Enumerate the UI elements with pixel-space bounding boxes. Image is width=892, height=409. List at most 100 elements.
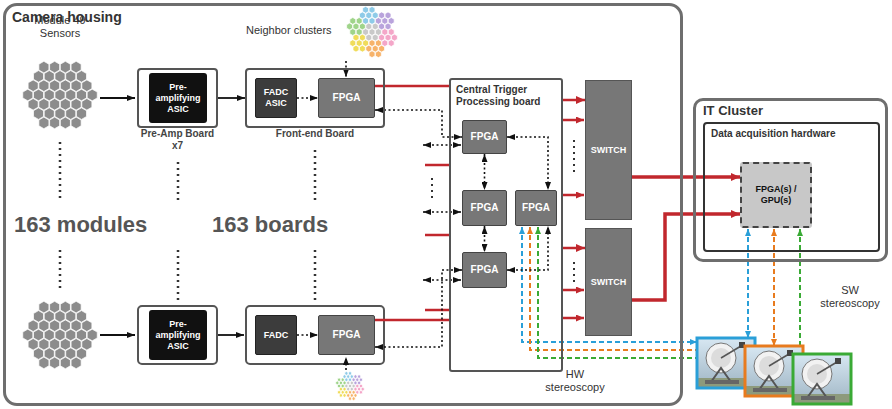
sensor-hexagon <box>350 394 353 398</box>
sensor-hexagon <box>28 99 38 111</box>
sensor-hexagon <box>76 311 86 323</box>
sensor-hexagon <box>363 29 369 36</box>
sensor-hexagon <box>366 23 372 30</box>
bottom-board-outline <box>246 306 384 364</box>
fpga-chip: FPGA <box>515 190 557 226</box>
sensor-hexagon <box>361 387 364 391</box>
telescope-green <box>793 354 851 404</box>
sensor-hexagon <box>359 45 365 52</box>
node-label: FPGA <box>463 131 506 143</box>
sensor-hexagon <box>82 80 92 92</box>
fadc-chip: FADC <box>255 315 297 355</box>
sensor-hexagon <box>50 301 60 313</box>
neighbor-link <box>345 357 347 370</box>
sensor-hexagon <box>347 375 350 379</box>
sensor-hexagon <box>60 339 70 351</box>
sensor-hexagon <box>375 51 381 58</box>
sensor-hexagon <box>87 89 97 101</box>
sensor-hexagon <box>50 99 60 111</box>
neighbor-caption: Neighbor clusters <box>246 24 332 37</box>
sensor-hexagon <box>359 391 362 395</box>
sensor-hexagon <box>39 339 49 351</box>
switch-link <box>563 317 584 320</box>
trigger-input-stub <box>425 234 449 237</box>
sensor-hexagon <box>350 29 356 36</box>
trigger-input-stub <box>425 309 449 312</box>
trigger-link <box>297 97 318 99</box>
sw-stereo-link <box>747 229 749 338</box>
sensor-hexagon <box>23 89 33 101</box>
trigger-board: Central Trigger Processing boardFPGAFPGA… <box>449 78 563 372</box>
sensor-hexagon <box>39 99 49 111</box>
asic-chip: Pre-amplifying ASIC <box>149 73 207 123</box>
sensor-hexagon <box>366 45 372 52</box>
sensor-hexagon <box>359 34 365 41</box>
sensor-hexagon <box>34 71 44 83</box>
sensor-hexagon <box>71 320 81 332</box>
sensor-hexagon <box>388 29 394 36</box>
node-label: SWITCH <box>586 145 631 156</box>
node-label: Front-end Board <box>241 128 389 140</box>
sensor-hexagon <box>87 329 97 341</box>
sensor-hexagon <box>44 89 54 101</box>
camera-housing: Camera housingPre-Amp Board x7Pre-amplif… <box>3 3 683 406</box>
sensor-hexagon <box>60 61 70 73</box>
signal-arrow <box>218 334 244 336</box>
sensor-hexagon <box>348 391 351 395</box>
node-label: FADC <box>256 330 296 341</box>
node-label: FPGA(s) / GPU(s) <box>742 184 810 206</box>
network-switch: SWITCH <box>585 228 632 336</box>
daq-hardware: Data acquisition hardwareFPGA(s) / GPU(s… <box>703 122 880 252</box>
node-label: Pre-amplifying ASIC <box>149 82 207 115</box>
sensor-hexagon <box>341 391 344 395</box>
sensor-hexagon <box>352 384 355 388</box>
sensor-hexagon <box>366 12 372 19</box>
sensor-hexagon <box>359 12 365 19</box>
sensor-hexagon <box>348 372 351 376</box>
sensor-hexagon <box>71 357 81 369</box>
sensor-hexagon <box>356 384 359 388</box>
sensor-hexagon <box>28 339 38 351</box>
continuation-dots <box>59 142 62 200</box>
sensor-hexagon <box>66 311 76 323</box>
sensor-hexagon <box>369 6 375 13</box>
continuation-dots <box>314 250 317 300</box>
sw-stereo-link <box>799 229 801 354</box>
sensor-hexagon <box>338 384 341 388</box>
sensor-hexagon <box>363 40 369 47</box>
sensor-hexagon <box>71 61 81 73</box>
sensor-hexagon <box>356 40 362 47</box>
sensor-hexagon <box>44 311 54 323</box>
sensor-hexagon <box>39 301 49 313</box>
sensor-hexagon <box>356 391 359 395</box>
continuation-dots <box>177 250 180 300</box>
sensor-hexagon <box>382 40 388 47</box>
sensor-hexagon <box>341 378 344 382</box>
telescope-green <box>793 354 851 404</box>
sensor-hexagon <box>358 381 361 385</box>
sensor-hexagon <box>76 348 86 360</box>
sensor-hexagon <box>379 12 385 19</box>
data-link <box>375 319 449 322</box>
node-label: FPGA <box>319 329 374 341</box>
sensor-hexagon <box>44 71 54 83</box>
node-label: Data acquisition hardware <box>711 128 835 140</box>
switch-link <box>563 120 584 318</box>
fpga-chip: FPGA <box>462 190 507 226</box>
sensor-hexagon <box>347 387 350 391</box>
sensor-hexagon <box>50 339 60 351</box>
sensor-hexagon <box>358 387 361 391</box>
continuation-dots <box>431 178 433 198</box>
trigger-link <box>218 97 245 99</box>
continuation-dots <box>177 162 180 200</box>
sensor-hexagon <box>356 18 362 25</box>
sensor-hexagon <box>44 108 54 120</box>
continuation-dots <box>573 140 575 175</box>
sensor-hexagon <box>23 329 33 341</box>
sensor-hexagon <box>60 99 70 111</box>
sensor-hexagon <box>345 391 348 395</box>
sensor-hexagon <box>379 45 385 52</box>
sensor-hexagon <box>34 89 44 101</box>
sensor-hexagon <box>338 391 341 395</box>
count-label: 163 boards <box>212 212 328 238</box>
